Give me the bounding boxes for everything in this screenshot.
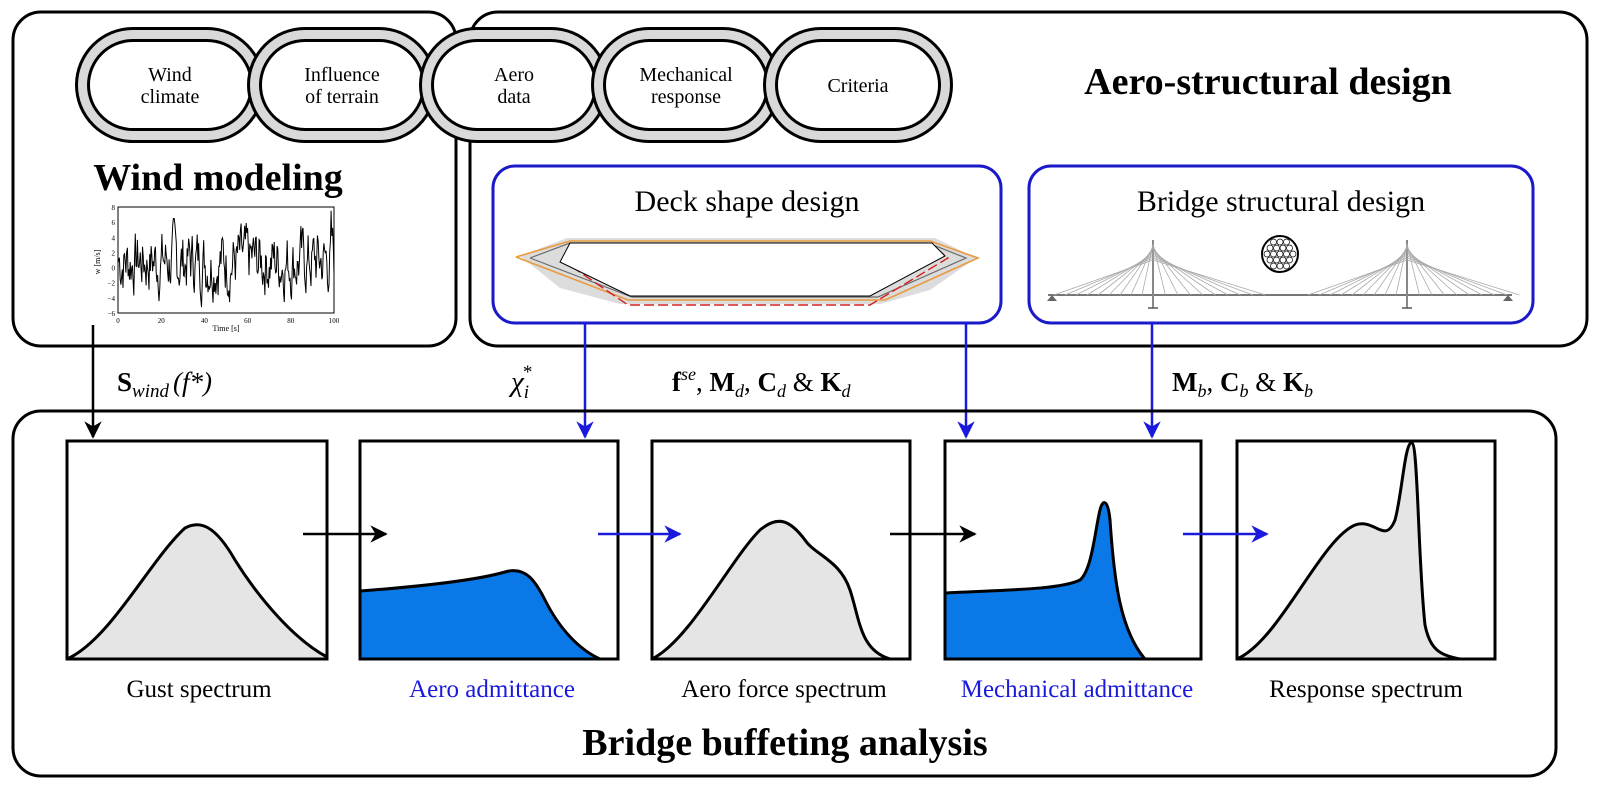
- bridge-structural-box: [1027, 164, 1535, 325]
- deck-shape-title: Deck shape design: [635, 185, 860, 218]
- timeseries-xtick: 40: [201, 317, 209, 325]
- timeseries-ytick: 0: [112, 265, 116, 273]
- aero-force-spectrum-frame: [650, 439, 912, 661]
- timeseries-line: [117, 210, 335, 308]
- aero-structural-title: Aero-structural design: [1084, 61, 1452, 103]
- timeseries-xtick: 100: [329, 317, 340, 325]
- mechanical-admittance-frame: [943, 439, 1203, 661]
- timeseries-yticks: 8 6 4 2 0 −2 −4 −6: [108, 204, 116, 318]
- deck-shape-box: [491, 164, 1003, 325]
- chain-link-label: response: [651, 86, 721, 108]
- timeseries-ytick: −4: [108, 295, 116, 303]
- aero-admittance-label: Aero admittance: [409, 676, 575, 703]
- chain-link-label: Wind: [148, 64, 192, 86]
- wind-spectrum-label: Swind(f*): [117, 367, 212, 402]
- panel-gust-spectrum: Gust spectrum: [65, 439, 329, 703]
- aero-force-spectrum-curve: [651, 519, 891, 661]
- panel-response-spectrum: Response spectrum: [1235, 439, 1497, 703]
- gust-spectrum-frame: [65, 439, 329, 661]
- bridge-matrices-label: Mb, Cb & Kb: [1172, 367, 1313, 401]
- timeseries-ytick: −2: [108, 280, 116, 288]
- timeseries-ytick: 6: [112, 219, 116, 227]
- deck-cross-section: [515, 238, 981, 306]
- chain-link-label: Criteria: [827, 75, 888, 97]
- response-spectrum-frame: [1235, 439, 1497, 661]
- chain-link: Criteria: [763, 27, 953, 143]
- gust-spectrum-label: Gust spectrum: [126, 676, 272, 703]
- chain-link-label: Aero: [494, 64, 534, 86]
- aero-structural-box: [468, 10, 1589, 348]
- chain-link-label: of terrain: [305, 86, 379, 108]
- bridge-cable-section-icon: [1261, 235, 1299, 273]
- chain-link-label: data: [497, 86, 530, 108]
- buffeting-analysis-box: [11, 409, 1558, 778]
- buffeting-analysis-title: Bridge buffeting analysis: [582, 722, 987, 764]
- timeseries-ytick: 4: [112, 234, 116, 242]
- wind-modeling-box: [11, 10, 458, 348]
- timeseries-xlabel: Time [s]: [212, 324, 239, 333]
- response-spectrum-label: Response spectrum: [1269, 676, 1463, 703]
- chain-link-label: climate: [141, 86, 200, 108]
- mechanical-admittance-curve: [943, 501, 1149, 661]
- aero-admittance-frame: [358, 439, 620, 661]
- aero-admittance-curve: [358, 569, 601, 661]
- timeseries-xticks: 0 20 40 60 80 100: [116, 317, 340, 325]
- chain-link-label: Influence: [304, 64, 380, 86]
- timeseries-ytick: 8: [112, 204, 116, 212]
- timeseries-xtick: 20: [158, 317, 166, 325]
- wind-modeling-title: Wind modeling: [93, 157, 343, 199]
- aero-admittance-symbol: χi*: [508, 362, 532, 403]
- aero-force-spectrum-label: Aero force spectrum: [681, 676, 887, 703]
- timeseries-xtick: 60: [244, 317, 252, 325]
- bridge-elevation: [1047, 240, 1520, 309]
- timeseries-xtick: 0: [116, 317, 120, 325]
- timeseries-ytick: −6: [108, 310, 116, 318]
- timeseries-ytick: 2: [112, 249, 116, 257]
- gust-spectrum-curve: [66, 523, 329, 661]
- panel-aero-admittance: Aero admittance: [358, 439, 620, 703]
- response-spectrum-curve: [1236, 441, 1461, 661]
- panel-mechanical-admittance: Mechanical admittance: [943, 439, 1203, 703]
- self-excited-label: fse, Md, Cd & Kd: [672, 364, 852, 401]
- chain-link-label: Mechanical: [639, 64, 733, 86]
- bridge-structural-title: Bridge structural design: [1137, 185, 1425, 218]
- timeseries-ylabel: w [m/s]: [93, 249, 102, 274]
- mechanical-admittance-label: Mechanical admittance: [961, 676, 1194, 703]
- panel-aero-force-spectrum: Aero force spectrum: [650, 439, 912, 703]
- timeseries-xtick: 80: [287, 317, 295, 325]
